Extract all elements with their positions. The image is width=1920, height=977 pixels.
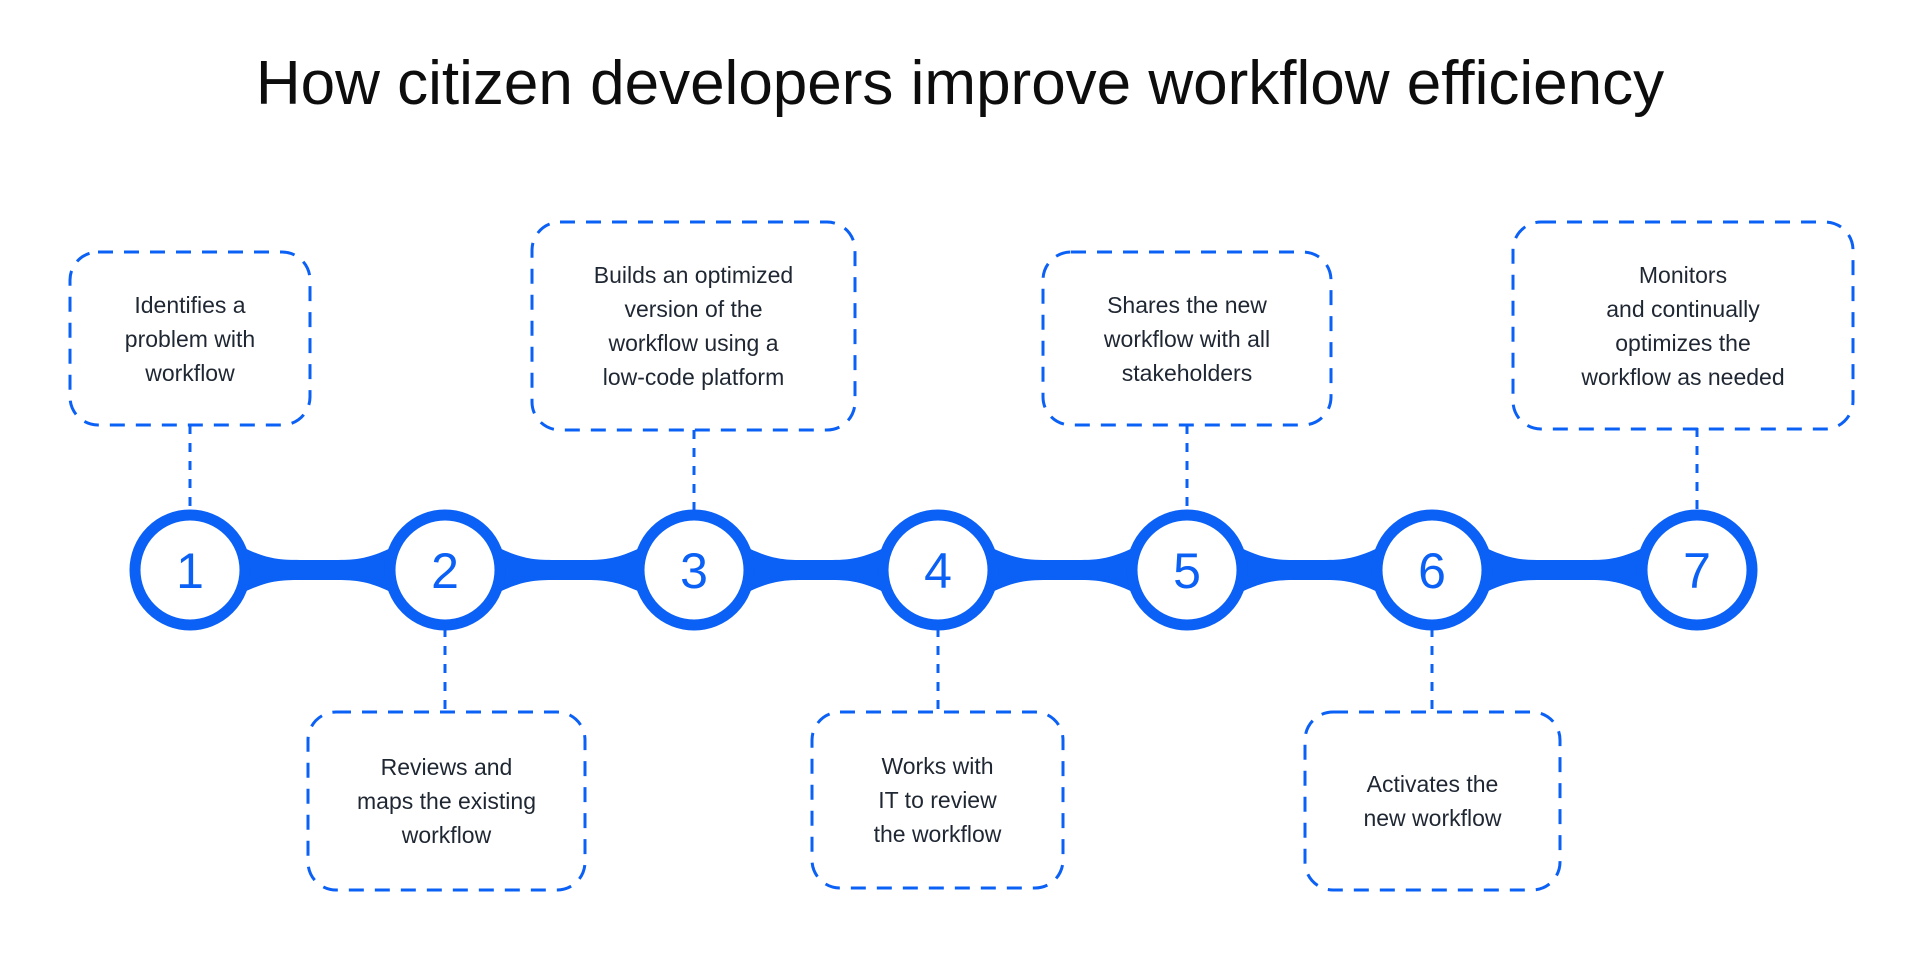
step-7-label: Monitors and continually optimizes the w… bbox=[1581, 261, 1785, 390]
step-4-box-border bbox=[810, 710, 1065, 890]
connector-3-4 bbox=[742, 545, 890, 595]
step-4-circle bbox=[877, 509, 999, 631]
connector-5-6 bbox=[1235, 545, 1384, 595]
step-2-circle bbox=[384, 509, 506, 631]
step-5-box-border bbox=[1041, 250, 1333, 427]
step-7-box-border bbox=[1511, 220, 1855, 431]
step-6-number: 6 bbox=[1418, 543, 1446, 599]
step-5-number: 5 bbox=[1173, 543, 1201, 599]
step-6-circle bbox=[1371, 509, 1493, 631]
page-title: How citizen developers improve workflow … bbox=[255, 49, 1665, 118]
step-3-box-border bbox=[530, 220, 857, 432]
step-6-box-border bbox=[1303, 710, 1562, 892]
step-2-number: 2 bbox=[431, 543, 459, 599]
step-4-label: Works with IT to review the workflow bbox=[873, 753, 1002, 847]
step-3-circle bbox=[633, 509, 755, 631]
step-3-number: 3 bbox=[680, 543, 708, 599]
step-6-label: Activates the new workflow bbox=[1363, 771, 1502, 831]
step-3-label: Builds an optimized version of the workf… bbox=[593, 262, 794, 390]
step-1-label: Identifies a problem with workflow bbox=[124, 291, 256, 386]
step-1-number: 1 bbox=[176, 543, 204, 599]
step-5-circle bbox=[1126, 509, 1248, 631]
step-7-circle bbox=[1636, 509, 1758, 631]
step-4-number: 4 bbox=[924, 543, 952, 599]
connector-2-3 bbox=[493, 545, 646, 595]
step-2-label: Reviews and maps the existing workflow bbox=[357, 754, 536, 848]
step-5-label: Shares the new workflow with all stakeho… bbox=[1103, 291, 1271, 386]
connector-6-7 bbox=[1480, 545, 1649, 595]
step-7-number: 7 bbox=[1683, 543, 1711, 599]
connector-4-5 bbox=[986, 545, 1139, 595]
step-2-box-border bbox=[306, 710, 587, 892]
connector-1-2 bbox=[238, 545, 397, 595]
step-1-circle bbox=[129, 509, 251, 631]
step-1-box-border bbox=[68, 250, 312, 427]
